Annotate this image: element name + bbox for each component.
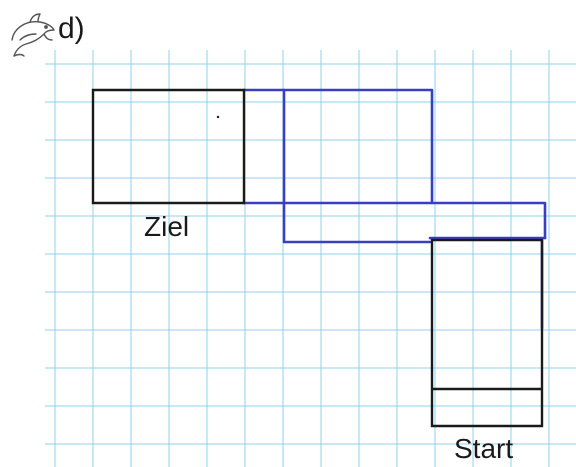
drawn-horizontal-line (242, 201, 547, 240)
drawn-rectangle-top (242, 88, 434, 205)
ziel-label: Ziel (144, 211, 189, 242)
start-label: Start (454, 433, 513, 464)
original-shapes (91, 88, 544, 428)
task-header: d) (11, 12, 85, 57)
pencil-dot (216, 115, 220, 119)
task-label: d) (58, 12, 85, 45)
start-rectangle (430, 238, 544, 428)
drawn-rectangle-left-edge (282, 88, 432, 244)
dolphin-icon (11, 13, 55, 57)
grid-paper (45, 50, 576, 467)
ziel-rectangle (91, 88, 246, 205)
